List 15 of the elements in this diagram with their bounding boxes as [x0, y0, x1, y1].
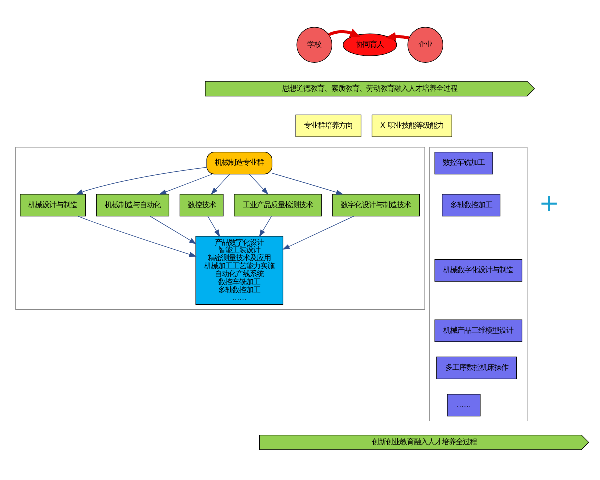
arrow [282, 216, 354, 250]
arrow [328, 28, 360, 37]
arrow [386, 32, 410, 41]
arrow [249, 174, 269, 194]
cluster [16, 146, 426, 310]
arrow [272, 172, 344, 194]
arrow [208, 216, 220, 237]
arrow [76, 166, 208, 194]
arrow [259, 216, 272, 237]
arrow [211, 174, 230, 194]
label: + [539, 188, 560, 217]
arrow [78, 216, 197, 257]
arrow [159, 174, 213, 194]
arrow [150, 216, 197, 244]
cluster [430, 146, 528, 422]
